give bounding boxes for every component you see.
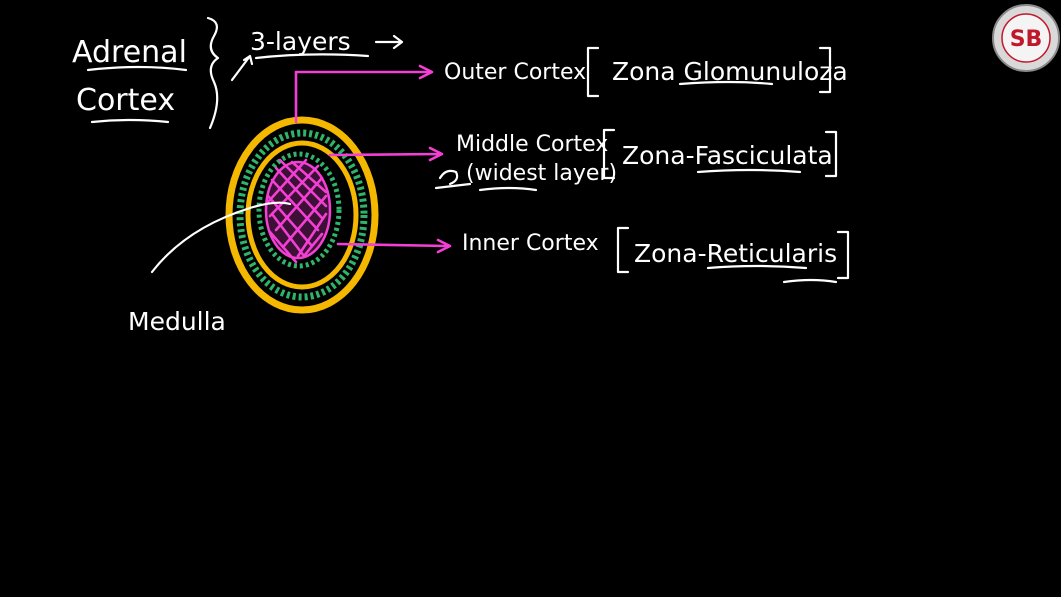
- medulla-label: Medulla: [128, 307, 226, 336]
- title-block: Adrenal Cortex: [72, 16, 220, 130]
- layers-underline: [254, 53, 370, 60]
- adrenal-gland-diagram: [225, 116, 379, 314]
- outer-bracket-right: [818, 46, 832, 94]
- inner-cortex-label: Inner Cortex: [462, 231, 599, 256]
- middle-zone-underline: [696, 168, 802, 174]
- arrow-middle-cortex: [328, 146, 444, 162]
- inner-cortex-hatching: [256, 151, 342, 269]
- title-underline-2: [90, 118, 170, 124]
- inner-bracket-left: [616, 226, 630, 274]
- medulla-pointer-line: [150, 201, 292, 274]
- pointer-arrows: [150, 64, 452, 274]
- layers-note-text: 3-layers: [250, 27, 351, 56]
- layer-labels: Outer Cortex Zona Glomunuloza Middle Cor…: [128, 46, 850, 336]
- title-line-1: Adrenal: [72, 35, 187, 70]
- layers-note: 3-layers: [230, 27, 404, 82]
- arrow-outer-cortex: [294, 64, 434, 124]
- outer-cortex-label: Outer Cortex: [444, 60, 586, 85]
- note-arrow: [374, 34, 404, 50]
- at-symbol-scribble: [434, 169, 472, 190]
- middle-cortex-note: (widest layer): [466, 161, 617, 186]
- brand-logo: SB: [992, 4, 1060, 72]
- logo-initials: SB: [1010, 27, 1043, 52]
- title-underline: [86, 65, 188, 72]
- inner-zone-label: Zona-Reticularis: [634, 239, 837, 268]
- outer-zone-underline: [678, 80, 774, 86]
- arrow-inner-cortex: [336, 238, 452, 254]
- outer-bracket-left: [586, 46, 600, 98]
- inner-bracket-right: [836, 230, 850, 280]
- title-line-2: Cortex: [76, 83, 175, 118]
- arrow-to-note: [230, 54, 254, 82]
- middle-cortex-label: Middle Cortex: [456, 132, 608, 157]
- middle-cortex-hatching: [236, 129, 368, 301]
- middle-bracket-left: [602, 128, 616, 180]
- inner-zone-underline: [706, 264, 838, 284]
- middle-note-underline: [478, 186, 538, 192]
- curly-brace: [206, 16, 220, 130]
- inner-cortex-ring: [245, 140, 359, 290]
- medulla-hatch: [264, 158, 332, 264]
- middle-zone-label: Zona-Fasciculata: [622, 141, 833, 170]
- middle-bracket-right: [824, 130, 838, 178]
